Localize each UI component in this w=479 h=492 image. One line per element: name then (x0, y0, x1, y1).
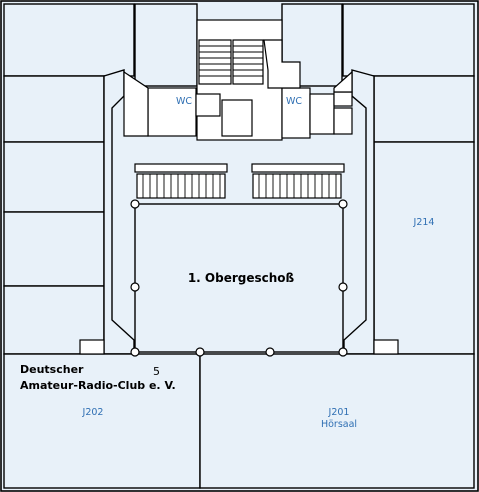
core-left-jog (123, 70, 149, 137)
club-name-line2: Amateur-Radio-Club e. V. (20, 379, 176, 392)
stair-treads-core (199, 45, 263, 77)
room-left-1[interactable] (3, 75, 105, 143)
stair-bank-right (252, 173, 342, 199)
column (130, 199, 140, 209)
column (338, 347, 348, 357)
corner-stair-right (373, 339, 399, 355)
column (338, 199, 348, 209)
stair-treads-hall (142, 174, 337, 198)
stair-left-core (198, 39, 232, 85)
room-top-right[interactable] (342, 3, 475, 77)
corner-stair-left (79, 339, 105, 355)
central-hall (134, 203, 344, 353)
column (130, 347, 140, 357)
floor-title: 1. Obergeschoß (188, 271, 295, 285)
stair-bank-left-top (134, 163, 228, 173)
wc-left-small (195, 93, 221, 117)
wc-right-label: WC (286, 96, 302, 107)
column (265, 347, 275, 357)
wc-left-small-2 (221, 99, 253, 137)
club-name-line1: Deutscher (20, 363, 84, 376)
core-right-jog (333, 70, 353, 93)
columns (130, 199, 348, 357)
room-left-2[interactable] (3, 141, 105, 213)
stair-bank-left (136, 173, 226, 199)
column (195, 347, 205, 357)
room-label-j202: J202 (82, 407, 104, 418)
room-j214[interactable] (373, 141, 475, 355)
core-top-right-jog (263, 39, 301, 89)
room-j202[interactable] (3, 353, 201, 489)
room-label-j201: J201 (328, 407, 350, 418)
room-top-center-left[interactable] (134, 3, 198, 87)
stair-bank-right-top (251, 163, 345, 173)
room-top-left[interactable] (3, 3, 135, 77)
room-j201[interactable] (199, 353, 475, 489)
wc-right-small-3 (333, 107, 353, 135)
room-name-j201: Hörsaal (321, 419, 357, 430)
wc-right-small (309, 93, 335, 135)
wc-right-small-2 (333, 91, 353, 107)
column (338, 282, 348, 292)
column (130, 282, 140, 292)
stair-right-core (232, 39, 264, 85)
club-number: 5 (153, 365, 160, 378)
room-right-1[interactable] (373, 75, 475, 143)
wc-left-label: WC (176, 96, 192, 107)
room-label-j214: J214 (413, 217, 435, 228)
room-left-3[interactable] (3, 211, 105, 287)
